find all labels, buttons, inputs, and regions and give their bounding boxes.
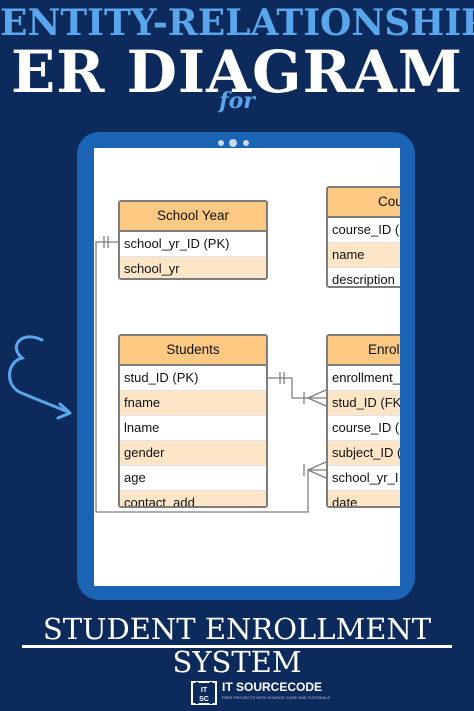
table-header: School Year xyxy=(120,202,266,232)
table-field: stud_ID (FK xyxy=(328,391,400,416)
brand-tagline: FREE PROJECTS WITH SOURCE CODE AND TUTOR… xyxy=(222,695,331,700)
table-field: name xyxy=(328,243,400,268)
table-header: Enrol xyxy=(328,336,400,366)
header-title-er-diagram: ER DIAGRAM xyxy=(11,38,463,106)
table-field: course_ID ( xyxy=(328,218,400,243)
footer-title-system: SYSTEM xyxy=(172,645,302,679)
table-field: stud_ID (PK) xyxy=(120,366,266,391)
diagram-canvas: School Year school_yr_ID (PK) school_yr … xyxy=(94,148,400,586)
camera-lens xyxy=(229,139,237,147)
sensor-dot xyxy=(243,140,249,146)
svg-text:SC: SC xyxy=(199,696,209,703)
header-subtitle-for: for xyxy=(219,88,255,114)
footer-underline xyxy=(22,645,452,648)
table-field: fname xyxy=(120,391,266,416)
table-header: Students xyxy=(120,336,266,366)
relationship-lines xyxy=(95,236,327,513)
table-field: school_yr xyxy=(120,257,266,278)
table-field: date xyxy=(328,491,400,506)
footer-title-student-enrollment: STUDENT ENROLLMENT xyxy=(42,612,432,646)
table-field: lname xyxy=(120,416,266,441)
table-field: contact_add xyxy=(120,491,266,506)
table-field: description xyxy=(328,268,400,286)
table-students: Students stud_ID (PK) fname lname gender… xyxy=(118,334,268,508)
svg-text:IT: IT xyxy=(201,687,208,694)
arrow-swirl-icon xyxy=(8,335,72,420)
table-field: school_yr_I xyxy=(328,466,400,491)
table-enrollment: Enrol enrollment_ stud_ID (FK course_ID … xyxy=(326,334,400,508)
it-sourcecode-logo-icon: IT SC xyxy=(191,681,217,705)
table-field: subject_ID ( xyxy=(328,441,400,466)
table-school-year: School Year school_yr_ID (PK) school_yr xyxy=(118,200,268,280)
table-field: course_ID ( xyxy=(328,416,400,441)
camera-dot xyxy=(218,140,224,146)
table-header: Cou xyxy=(328,188,400,218)
table-field: enrollment_ xyxy=(328,366,400,391)
table-course: Cou course_ID ( name description xyxy=(326,186,400,288)
table-field: gender xyxy=(120,441,266,466)
header-title-entity-relationship: ENTITY-RELATIONSHIP xyxy=(0,2,474,44)
table-field: age xyxy=(120,466,266,491)
table-field: school_yr_ID (PK) xyxy=(120,232,266,257)
brand-name: IT SOURCECODE xyxy=(222,680,323,694)
